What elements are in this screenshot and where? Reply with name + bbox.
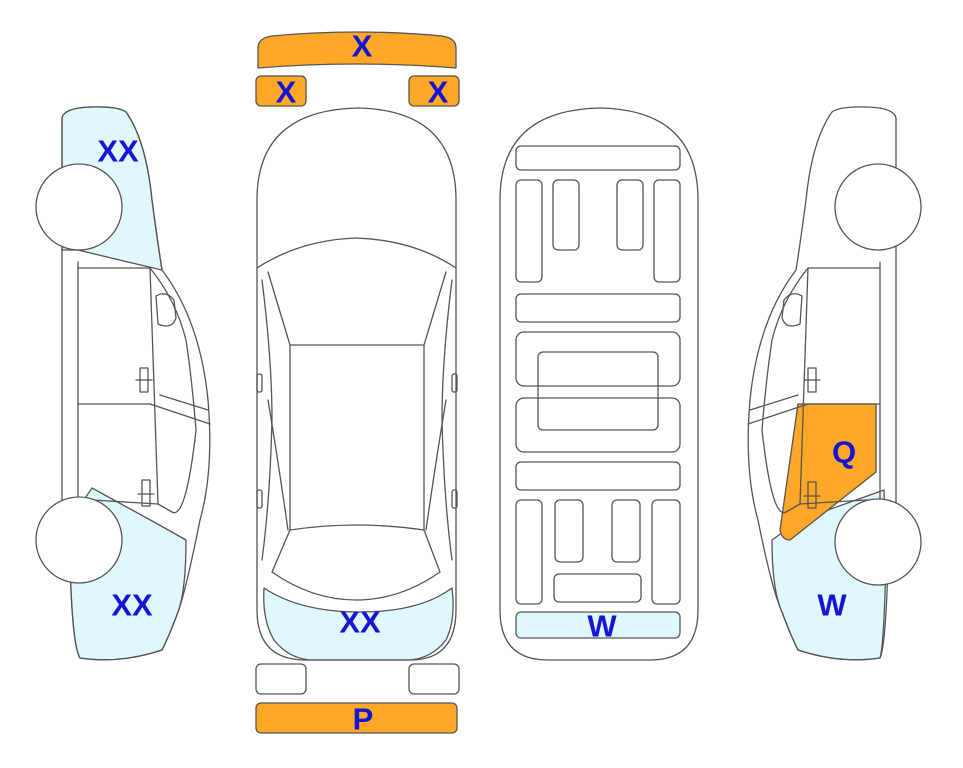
right-front-wheel <box>834 163 922 251</box>
right-headlight-label: X <box>428 75 449 110</box>
damage-labels: X X X XX XX XX W Q W P <box>97 29 856 737</box>
right-headlight[interactable] <box>408 75 460 107</box>
front-bumper-label: X <box>352 29 373 64</box>
front-parts <box>255 31 460 107</box>
rear-bumper[interactable] <box>255 702 458 734</box>
front-bumper[interactable] <box>257 31 457 69</box>
rear-bumper-label: P <box>353 702 374 737</box>
right-rear-wheel <box>834 498 922 586</box>
left-headlight[interactable] <box>255 75 307 107</box>
right-side-rear-fender-label: W <box>817 588 847 623</box>
left-front-wheel <box>35 163 123 251</box>
rear-underbody-panel[interactable] <box>515 611 681 639</box>
rear-top[interactable] <box>263 587 454 661</box>
underbody-view <box>499 107 699 661</box>
left-side-view <box>35 106 211 661</box>
left-side-front-fender-label: XX <box>97 134 139 169</box>
left-headlight-label: X <box>276 75 297 110</box>
rear-parts <box>255 663 460 734</box>
left-rear-wheel <box>35 496 123 584</box>
right-taillight <box>408 663 460 695</box>
rear-top-label: XX <box>339 605 381 640</box>
rear-underbody-panel-label: W <box>587 609 617 644</box>
right-side-rear-door-label: Q <box>832 435 856 470</box>
right-side-view <box>747 106 922 661</box>
right-side-rear-door[interactable] <box>779 403 877 541</box>
left-side-rear-fender-label: XX <box>111 588 153 623</box>
left-taillight <box>255 663 307 695</box>
top-view <box>256 107 458 661</box>
